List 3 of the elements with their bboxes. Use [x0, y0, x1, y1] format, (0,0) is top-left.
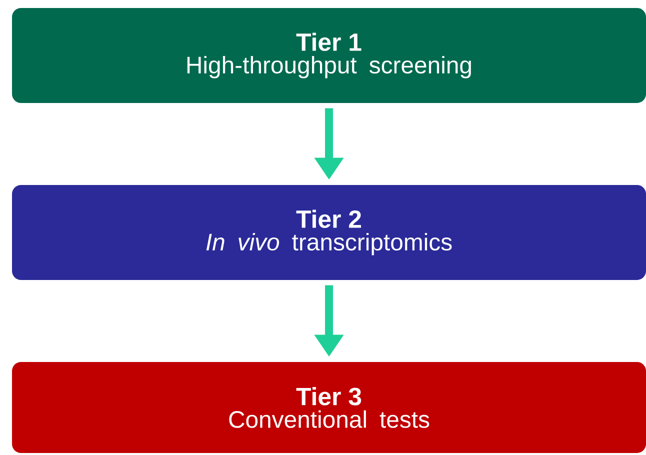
process-box: Tier 2 In vivo transcriptomics — [12, 185, 646, 280]
process-box: Tier 1 High-throughput screening — [12, 8, 646, 103]
process-box: Tier 3 Conventional tests — [12, 362, 646, 453]
